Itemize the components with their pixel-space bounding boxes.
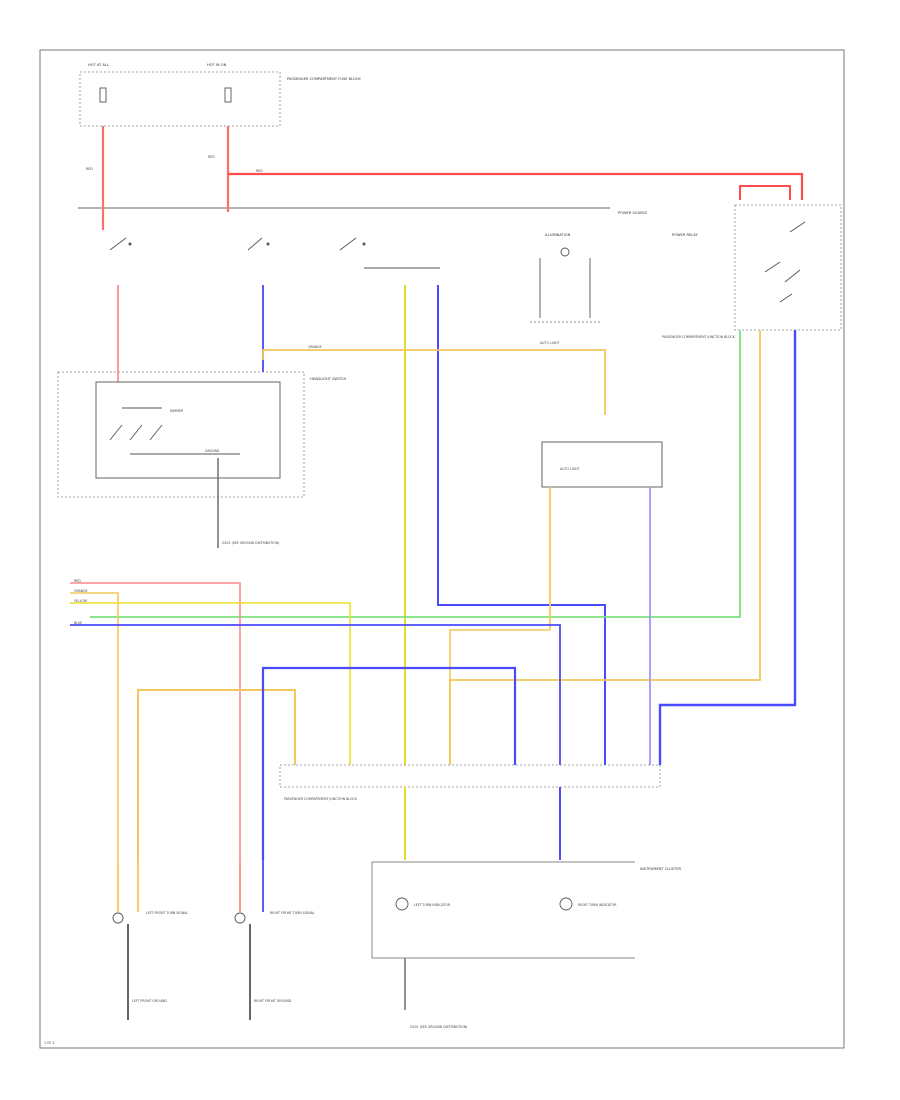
wire-blue-right <box>658 330 797 765</box>
wire-blue-loop <box>437 285 606 765</box>
hs-sw2 <box>129 424 143 441</box>
auto-light-out-l2 <box>449 629 550 765</box>
headlight-switch-row <box>109 237 440 269</box>
light-switch-label: HEADLIGHT SWITCH <box>310 377 346 381</box>
illumination-block: ILLUMINATION <box>530 233 600 323</box>
right-ground-label: RIGHT FRONT GROUND <box>254 999 292 1003</box>
fuse-mid <box>224 87 232 103</box>
bus-blue <box>70 624 561 765</box>
left-turn-bulb <box>112 912 124 924</box>
relay-contact-2 <box>764 261 781 273</box>
bus-orange-lower <box>137 689 296 860</box>
power-source-label: POWER SOURCE <box>618 211 648 215</box>
switch-1-contact <box>128 242 132 246</box>
left-turn-indicator-label: LEFT TURN INDICATOR <box>414 903 451 907</box>
instrument-cluster: INSTRUMENT CLUSTER LEFT TURN INDICATOR R… <box>371 861 681 1029</box>
ground-note: G201 (SEE GROUND DISTRIBUTION) <box>222 541 279 545</box>
right-turn-lamp <box>559 897 573 911</box>
switch-2 <box>247 237 263 251</box>
orange-label: ORANGE <box>308 345 322 349</box>
red-label-2: RED <box>208 155 215 159</box>
page-code: 1 OF 2 <box>44 1041 54 1045</box>
power-relay-border <box>734 204 842 331</box>
cluster-label: INSTRUMENT CLUSTER <box>640 867 681 871</box>
bus-label-blue: BLUE <box>74 621 82 625</box>
right-turn-bulb <box>234 912 246 924</box>
bus-label-yellow: YELLOW <box>74 599 88 603</box>
diagram-frame <box>39 49 845 1049</box>
headlight-switch-outer <box>57 371 305 498</box>
switch-2-contact <box>266 242 270 246</box>
bus-orange <box>70 592 119 860</box>
cluster-border <box>371 861 635 959</box>
switch-3 <box>339 237 357 251</box>
auto-light-label: AUTO LIGHT <box>540 341 560 345</box>
wire-bus: RED ORANGE YELLOW BLUE <box>70 579 561 860</box>
cluster-ground-note: G201 (SEE GROUND DISTRIBUTION) <box>410 1025 467 1029</box>
fuse-mid-label: HOT IN ON <box>207 63 227 67</box>
hs-sw1 <box>109 424 123 441</box>
fuse-block-border <box>79 71 281 127</box>
junction-block-border <box>279 764 661 788</box>
left-front-turn-label: LEFT FRONT TURN SIGNAL <box>146 911 188 915</box>
right-front-turn-label: RIGHT FRONT TURN SIGNAL <box>270 911 315 915</box>
bus-label-red: RED <box>74 579 81 583</box>
auto-light-box-label: AUTO LIGHT <box>560 467 580 471</box>
wire-red-top <box>228 172 804 200</box>
headlight-switch-module: HEADLIGHT SWITCH DIMMER GROUND G201 (SEE… <box>57 371 346 548</box>
right-turn-indicator-label: RIGHT TURN INDICATOR <box>578 903 617 907</box>
ground-label-switch: GROUND <box>205 449 220 453</box>
bus-blue-lower <box>261 666 517 860</box>
relay-contact-4 <box>779 293 793 303</box>
fuse-box-desc: PASSENGER COMPARTMENT FUSE BLOCK <box>287 77 361 81</box>
relay-contact-3 <box>784 269 801 283</box>
left-turn-lamp <box>395 897 409 911</box>
fuse-block: HOT AT ALL HOT IN ON PASSENGER COMPARTME… <box>79 63 361 127</box>
illumination-label: ILLUMINATION <box>545 233 571 237</box>
bus-red <box>70 582 241 860</box>
switch-1 <box>109 237 127 251</box>
bus-label-orange: ORANGE <box>74 589 88 593</box>
wire-orange-top <box>262 349 606 415</box>
bus-yellow <box>70 602 351 765</box>
red-label-3: RED <box>256 169 263 173</box>
auto-light-module: AUTO LIGHT <box>449 441 663 765</box>
left-front-turn-signal: LEFT FRONT TURN SIGNAL LEFT FRONT GROUND <box>112 860 188 1020</box>
dimmer-label: DIMMER <box>170 409 184 413</box>
switch-3-contact <box>362 242 366 246</box>
right-front-turn-signal: RIGHT FRONT TURN SIGNAL RIGHT FRONT GROU… <box>234 860 315 1020</box>
junction-block-label: PASSENGER COMPARTMENT JUNCTION BLOCK <box>284 797 358 801</box>
left-ground-label: LEFT FRONT GROUND <box>132 999 167 1003</box>
illumination-lamp <box>560 247 570 257</box>
relay-contact-1 <box>789 221 806 233</box>
hs-sw3 <box>149 424 163 441</box>
fuse-left <box>99 87 107 103</box>
auto-light-box <box>541 441 663 488</box>
power-relay-block: POWER RELAY <box>672 204 842 331</box>
wire-green <box>90 330 741 618</box>
fuse-left-label: HOT AT ALL <box>88 63 109 67</box>
wire-red-top2 <box>739 185 791 200</box>
power-relay-label: POWER RELAY <box>672 233 698 237</box>
red-label-1: RED <box>86 167 93 171</box>
junction-block: PASSENGER COMPARTMENT JUNCTION BLOCK <box>279 764 661 801</box>
headlight-switch-inner <box>95 381 281 479</box>
right-desc-1: PASSENGER COMPARTMENT JUNCTION BLOCK <box>662 335 736 339</box>
